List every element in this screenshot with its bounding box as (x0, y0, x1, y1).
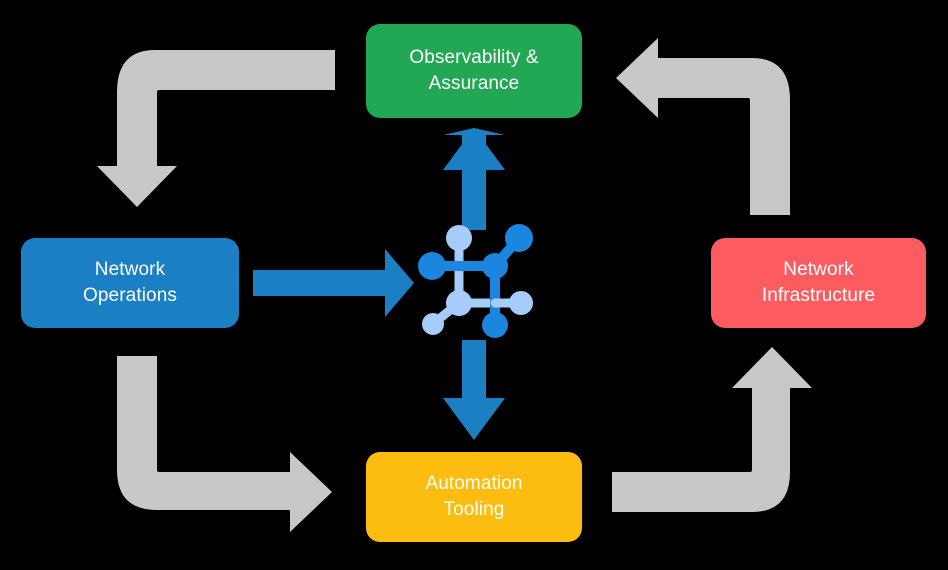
network-topology-icon (418, 224, 533, 338)
arrow-center-to-automation (443, 340, 505, 440)
arrow-operations-to-center (253, 249, 414, 317)
node-label-infrastructure: Network Infrastructure (761, 259, 876, 306)
arrow-automation-to-infrastructure (612, 347, 812, 512)
arrow-infrastructure-to-observability (616, 38, 790, 215)
node-automation-tooling[interactable]: Automation Tooling (366, 452, 582, 542)
topology-secondary-nodes (422, 225, 533, 335)
node-label-automation: Automation Tooling (425, 473, 523, 520)
node-label-operations: Network Operations (83, 259, 177, 306)
node-observability-assurance[interactable]: Observability & Assurance (366, 24, 582, 118)
node-label-observability: Observability & Assurance (409, 47, 539, 94)
arrow-center-to-observability (443, 128, 505, 230)
node-network-infrastructure[interactable]: Network Infrastructure (711, 238, 926, 328)
topology-primary-nodes (418, 224, 533, 338)
node-network-operations[interactable]: Network Operations (21, 238, 239, 328)
arrow-observability-to-operations (97, 50, 335, 207)
arrow-operations-to-automation (117, 356, 332, 532)
